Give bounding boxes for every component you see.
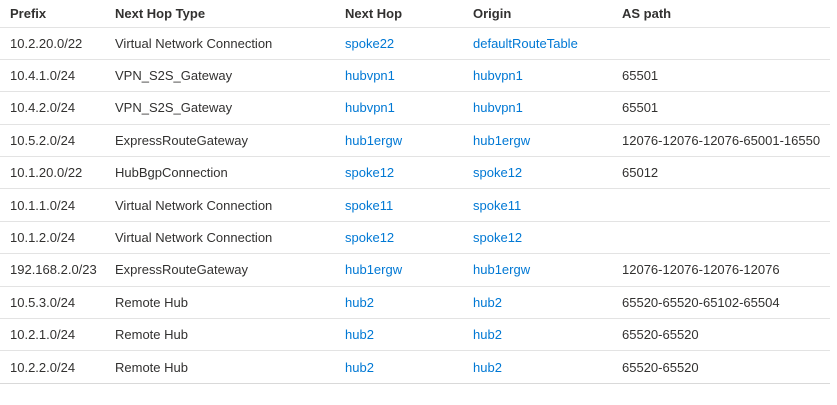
next-hop-link[interactable]: hub2 bbox=[345, 327, 374, 343]
as-path-cell: 12076-12076-12076-12076 bbox=[622, 253, 830, 287]
next-hop-link[interactable]: spoke11 bbox=[345, 197, 394, 213]
table-row: 10.2.20.0/22 Virtual Network Connection … bbox=[0, 27, 830, 60]
as-path-cell: 65501 bbox=[622, 91, 830, 125]
prefix-cell: 10.4.1.0/24 bbox=[0, 59, 115, 93]
next-hop-type-cell: Virtual Network Connection bbox=[115, 27, 345, 60]
table-row: 10.2.1.0/24 Remote Hub hub2 hub2 65520-6… bbox=[0, 318, 830, 352]
next-hop-cell: spoke11 bbox=[345, 188, 473, 222]
next-hop-type-cell: HubBgpConnection bbox=[115, 156, 345, 190]
as-path-cell: 65520-65520-65102-65504 bbox=[622, 286, 830, 320]
next-hop-cell: spoke12 bbox=[345, 221, 473, 255]
prefix-cell: 10.1.2.0/24 bbox=[0, 221, 115, 255]
as-path-cell: 65520-65520 bbox=[622, 350, 830, 384]
origin-cell: spoke12 bbox=[473, 156, 622, 190]
table-row: 10.1.20.0/22 HubBgpConnection spoke12 sp… bbox=[0, 156, 830, 190]
origin-link[interactable]: hub2 bbox=[473, 359, 502, 375]
origin-link[interactable]: hub2 bbox=[473, 294, 502, 310]
table-header: Prefix Next Hop Type Next Hop Origin AS … bbox=[0, 0, 830, 28]
column-header-as-path: AS path bbox=[622, 0, 830, 28]
table-body: 10.2.20.0/22 Virtual Network Connection … bbox=[0, 27, 830, 384]
table-header-row: Prefix Next Hop Type Next Hop Origin AS … bbox=[0, 0, 830, 28]
prefix-cell: 10.1.20.0/22 bbox=[0, 156, 115, 190]
origin-cell: hub2 bbox=[473, 318, 622, 352]
prefix-cell: 10.4.2.0/24 bbox=[0, 91, 115, 125]
origin-cell: hubvpn1 bbox=[473, 91, 622, 125]
next-hop-type-cell: ExpressRouteGateway bbox=[115, 253, 345, 287]
prefix-cell: 10.1.1.0/24 bbox=[0, 188, 115, 222]
prefix-cell: 10.2.2.0/24 bbox=[0, 350, 115, 384]
column-header-next-hop-type: Next Hop Type bbox=[115, 0, 345, 28]
origin-link[interactable]: spoke12 bbox=[473, 230, 523, 246]
next-hop-link[interactable]: spoke22 bbox=[345, 35, 395, 51]
origin-link[interactable]: hub1ergw bbox=[473, 262, 531, 278]
effective-routes-table: Prefix Next Hop Type Next Hop Origin AS … bbox=[0, 0, 830, 384]
prefix-cell: 10.2.1.0/24 bbox=[0, 318, 115, 352]
as-path-cell: 65520-65520 bbox=[622, 318, 830, 352]
prefix-cell: 10.5.3.0/24 bbox=[0, 286, 115, 320]
table-row: 10.5.2.0/24 ExpressRouteGateway hub1ergw… bbox=[0, 124, 830, 158]
next-hop-cell: hub1ergw bbox=[345, 124, 473, 158]
table-row: 10.1.2.0/24 Virtual Network Connection s… bbox=[0, 221, 830, 255]
origin-cell: defaultRouteTable bbox=[473, 27, 622, 60]
origin-cell: hubvpn1 bbox=[473, 59, 622, 93]
next-hop-type-cell: Virtual Network Connection bbox=[115, 221, 345, 255]
next-hop-type-cell: VPN_S2S_Gateway bbox=[115, 91, 345, 125]
prefix-cell: 10.5.2.0/24 bbox=[0, 124, 115, 158]
as-path-cell: 65012 bbox=[622, 156, 830, 190]
origin-cell: hub2 bbox=[473, 286, 622, 320]
origin-cell: hub1ergw bbox=[473, 124, 622, 158]
column-header-next-hop: Next Hop bbox=[345, 0, 473, 28]
as-path-cell: 65501 bbox=[622, 59, 830, 93]
next-hop-cell: hub2 bbox=[345, 350, 473, 384]
next-hop-cell: hubvpn1 bbox=[345, 59, 473, 93]
column-header-origin: Origin bbox=[473, 0, 622, 28]
table-row: 10.2.2.0/24 Remote Hub hub2 hub2 65520-6… bbox=[0, 350, 830, 384]
next-hop-type-cell: Virtual Network Connection bbox=[115, 188, 345, 222]
next-hop-link[interactable]: spoke12 bbox=[345, 230, 395, 246]
next-hop-cell: hubvpn1 bbox=[345, 91, 473, 125]
table-row: 192.168.2.0/23 ExpressRouteGateway hub1e… bbox=[0, 253, 830, 287]
next-hop-link[interactable]: hubvpn1 bbox=[345, 68, 395, 84]
column-header-prefix: Prefix bbox=[0, 0, 115, 28]
origin-link[interactable]: hubvpn1 bbox=[473, 100, 523, 116]
as-path-cell bbox=[622, 27, 830, 60]
origin-cell: spoke11 bbox=[473, 188, 622, 222]
next-hop-link[interactable]: spoke12 bbox=[345, 165, 395, 181]
table-row: 10.5.3.0/24 Remote Hub hub2 hub2 65520-6… bbox=[0, 286, 830, 320]
next-hop-cell: hub2 bbox=[345, 318, 473, 352]
next-hop-type-cell: VPN_S2S_Gateway bbox=[115, 59, 345, 93]
next-hop-type-cell: ExpressRouteGateway bbox=[115, 124, 345, 158]
next-hop-type-cell: Remote Hub bbox=[115, 350, 345, 384]
next-hop-link[interactable]: hub1ergw bbox=[345, 262, 403, 278]
next-hop-cell: spoke12 bbox=[345, 156, 473, 190]
next-hop-link[interactable]: hub2 bbox=[345, 294, 374, 310]
next-hop-cell: hub2 bbox=[345, 286, 473, 320]
origin-link[interactable]: spoke11 bbox=[473, 197, 522, 213]
origin-link[interactable]: defaultRouteTable bbox=[473, 35, 578, 51]
origin-link[interactable]: hub1ergw bbox=[473, 132, 531, 148]
next-hop-type-cell: Remote Hub bbox=[115, 286, 345, 320]
prefix-cell: 192.168.2.0/23 bbox=[0, 253, 115, 287]
prefix-cell: 10.2.20.0/22 bbox=[0, 27, 115, 60]
next-hop-link[interactable]: hubvpn1 bbox=[345, 100, 395, 116]
next-hop-link[interactable]: hub1ergw bbox=[345, 132, 403, 148]
origin-cell: hub1ergw bbox=[473, 253, 622, 287]
table-row: 10.1.1.0/24 Virtual Network Connection s… bbox=[0, 188, 830, 222]
origin-link[interactable]: hubvpn1 bbox=[473, 68, 523, 84]
origin-link[interactable]: spoke12 bbox=[473, 165, 523, 181]
origin-link[interactable]: hub2 bbox=[473, 327, 502, 343]
next-hop-cell: hub1ergw bbox=[345, 253, 473, 287]
as-path-cell: 12076-12076-12076-65001-16550 bbox=[622, 124, 830, 158]
table-row: 10.4.2.0/24 VPN_S2S_Gateway hubvpn1 hubv… bbox=[0, 91, 830, 125]
as-path-cell bbox=[622, 221, 830, 255]
next-hop-link[interactable]: hub2 bbox=[345, 359, 374, 375]
as-path-cell bbox=[622, 188, 830, 222]
next-hop-type-cell: Remote Hub bbox=[115, 318, 345, 352]
next-hop-cell: spoke22 bbox=[345, 27, 473, 60]
origin-cell: hub2 bbox=[473, 350, 622, 384]
table-row: 10.4.1.0/24 VPN_S2S_Gateway hubvpn1 hubv… bbox=[0, 59, 830, 93]
origin-cell: spoke12 bbox=[473, 221, 622, 255]
